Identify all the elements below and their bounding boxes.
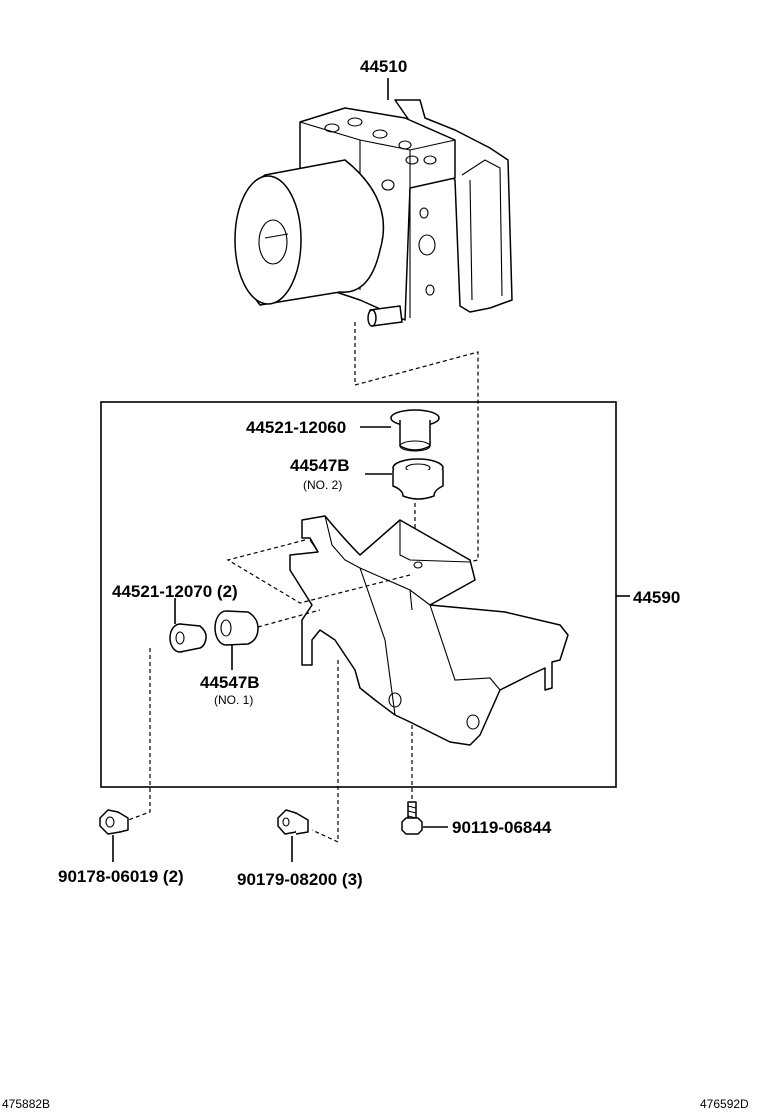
guide-side-collar <box>257 609 321 628</box>
label-actuator: 44510 <box>360 57 407 76</box>
guide-bracket-top <box>226 539 411 604</box>
sublabel-cushion-no2: (NO. 2) <box>303 478 342 492</box>
label-collar-top: 44521-12060 <box>246 418 346 437</box>
nut-mid <box>277 809 309 835</box>
guide-nut-left <box>127 648 151 821</box>
cushion-collar-top <box>390 409 440 452</box>
label-bracket: 44590 <box>633 588 680 607</box>
label-cushion-no1: 44547B <box>200 673 260 692</box>
ref-code-right: 476592D <box>700 1097 749 1111</box>
abs-actuator-assembly <box>234 99 513 327</box>
ref-code-left: 475882B <box>2 1097 50 1111</box>
label-cushion-no2: 44547B <box>290 456 350 475</box>
guide-nut-mid <box>311 660 339 843</box>
label-bolt: 90119-06844 <box>452 818 552 837</box>
cushion-no2 <box>392 458 444 500</box>
bolt-right <box>401 801 423 835</box>
sublabel-cushion-no1: (NO. 1) <box>214 693 253 707</box>
nut-left <box>99 809 129 835</box>
bracket-kit-frame <box>100 401 617 788</box>
bracket <box>289 515 569 746</box>
cushion-no1 <box>214 610 259 646</box>
label-nut-mid: 90179-08200 (3) <box>237 870 363 889</box>
label-collar-side: 44521-12070 (2) <box>112 582 238 601</box>
cushion-collar-side <box>169 623 207 653</box>
label-nut-left: 90178-06019 (2) <box>58 867 184 886</box>
